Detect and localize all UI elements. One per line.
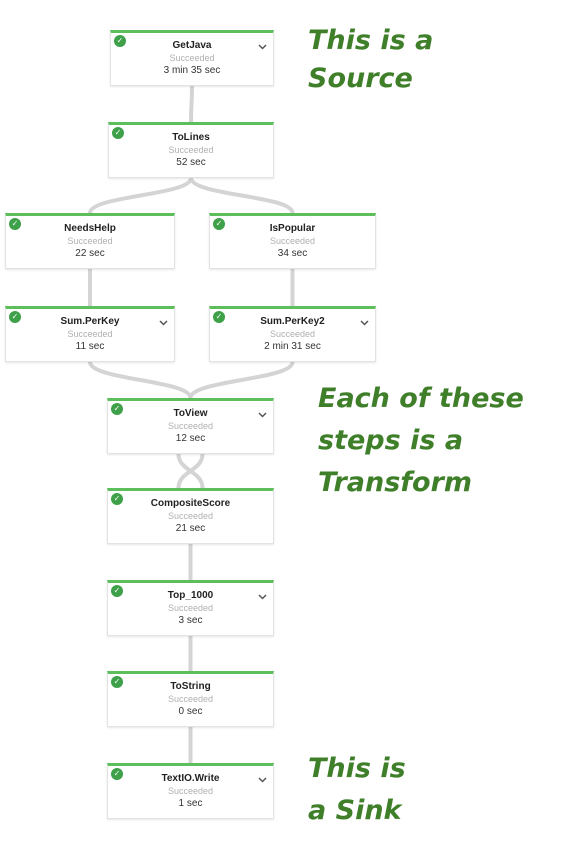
step-status: Succeeded	[167, 603, 214, 613]
chevron-down-icon[interactable]	[258, 43, 267, 53]
check-circle-icon: ✓	[111, 768, 123, 780]
step-status: Succeeded	[269, 329, 316, 339]
step-duration: 11 sec	[75, 341, 105, 352]
step-status: Succeeded	[167, 511, 214, 521]
chevron-down-icon[interactable]	[159, 319, 168, 329]
step-name: Sum.PerKey2	[260, 316, 325, 327]
step-name: Top_1000	[167, 590, 214, 601]
chevron-down-icon[interactable]	[258, 411, 267, 421]
step-name: NeedsHelp	[64, 223, 116, 234]
step-status: Succeeded	[269, 236, 316, 246]
edge-sumperkey2-to-toview	[188, 360, 295, 400]
edge-tolines-to-ispopular	[189, 176, 295, 215]
step-duration: 3 min 35 sec	[163, 65, 221, 76]
step-name: ToLines	[172, 132, 210, 143]
chevron-down-icon[interactable]	[258, 593, 267, 603]
sink-annotation: This is a Sink	[308, 748, 406, 832]
step-name: IsPopular	[269, 223, 316, 234]
step-name: TextIO.Write	[161, 773, 220, 784]
check-circle-icon: ✓	[213, 218, 225, 230]
check-circle-icon: ✓	[9, 311, 21, 323]
edge-tolines-to-needshelp	[88, 176, 193, 215]
sink-annotation-line-1: This is	[308, 753, 406, 784]
check-circle-icon: ✓	[114, 35, 126, 47]
step-name: ToView	[173, 408, 208, 419]
edge-getjava-to-tolines	[189, 84, 194, 124]
transform-annotation: Each of these steps is a Transform	[318, 378, 524, 504]
step-name: CompositeScore	[150, 498, 231, 509]
step-name: GetJava	[172, 40, 212, 51]
check-circle-icon: ✓	[9, 218, 21, 230]
check-circle-icon: ✓	[111, 493, 123, 505]
check-circle-icon: ✓	[111, 403, 123, 415]
source-annotation-line-2: Source	[308, 63, 413, 94]
step-duration: 2 min 31 sec	[264, 341, 321, 352]
step-status: Succeeded	[168, 145, 214, 155]
source-annotation: This is a Source	[308, 22, 433, 98]
step-status: Succeeded	[169, 53, 215, 63]
step-status: Succeeded	[167, 694, 214, 704]
check-circle-icon: ✓	[112, 127, 124, 139]
transform-annotation-line-1: Each of these	[318, 383, 524, 414]
step-duration: 34 sec	[277, 248, 308, 259]
step-duration: 21 sec	[175, 523, 206, 534]
transform-annotation-line-3: Transform	[318, 467, 473, 498]
check-circle-icon: ✓	[111, 676, 123, 688]
step-duration: 3 sec	[178, 615, 203, 626]
step-duration: 0 sec	[178, 706, 203, 717]
sink-annotation-line-2: a Sink	[308, 795, 402, 826]
check-circle-icon: ✓	[213, 311, 225, 323]
step-status: Succeeded	[167, 786, 214, 796]
step-duration: 22 sec	[75, 248, 105, 259]
edge-toview-to-compositescore	[176, 452, 205, 490]
step-name: Sum.PerKey	[60, 316, 120, 327]
step-status: Succeeded	[67, 236, 113, 246]
check-circle-icon: ✓	[111, 585, 123, 597]
step-duration: 52 sec	[176, 157, 206, 168]
step-duration: 1 sec	[178, 798, 203, 809]
transform-annotation-line-2: steps is a	[318, 425, 464, 456]
step-name: ToString	[170, 681, 211, 692]
edge-sumperkey-to-toview	[88, 360, 193, 400]
step-status: Succeeded	[167, 421, 214, 431]
chevron-down-icon[interactable]	[360, 319, 369, 329]
step-status: Succeeded	[67, 329, 113, 339]
chevron-down-icon[interactable]	[258, 776, 267, 786]
step-duration: 12 sec	[175, 433, 206, 444]
source-annotation-line-1: This is a	[308, 25, 434, 56]
